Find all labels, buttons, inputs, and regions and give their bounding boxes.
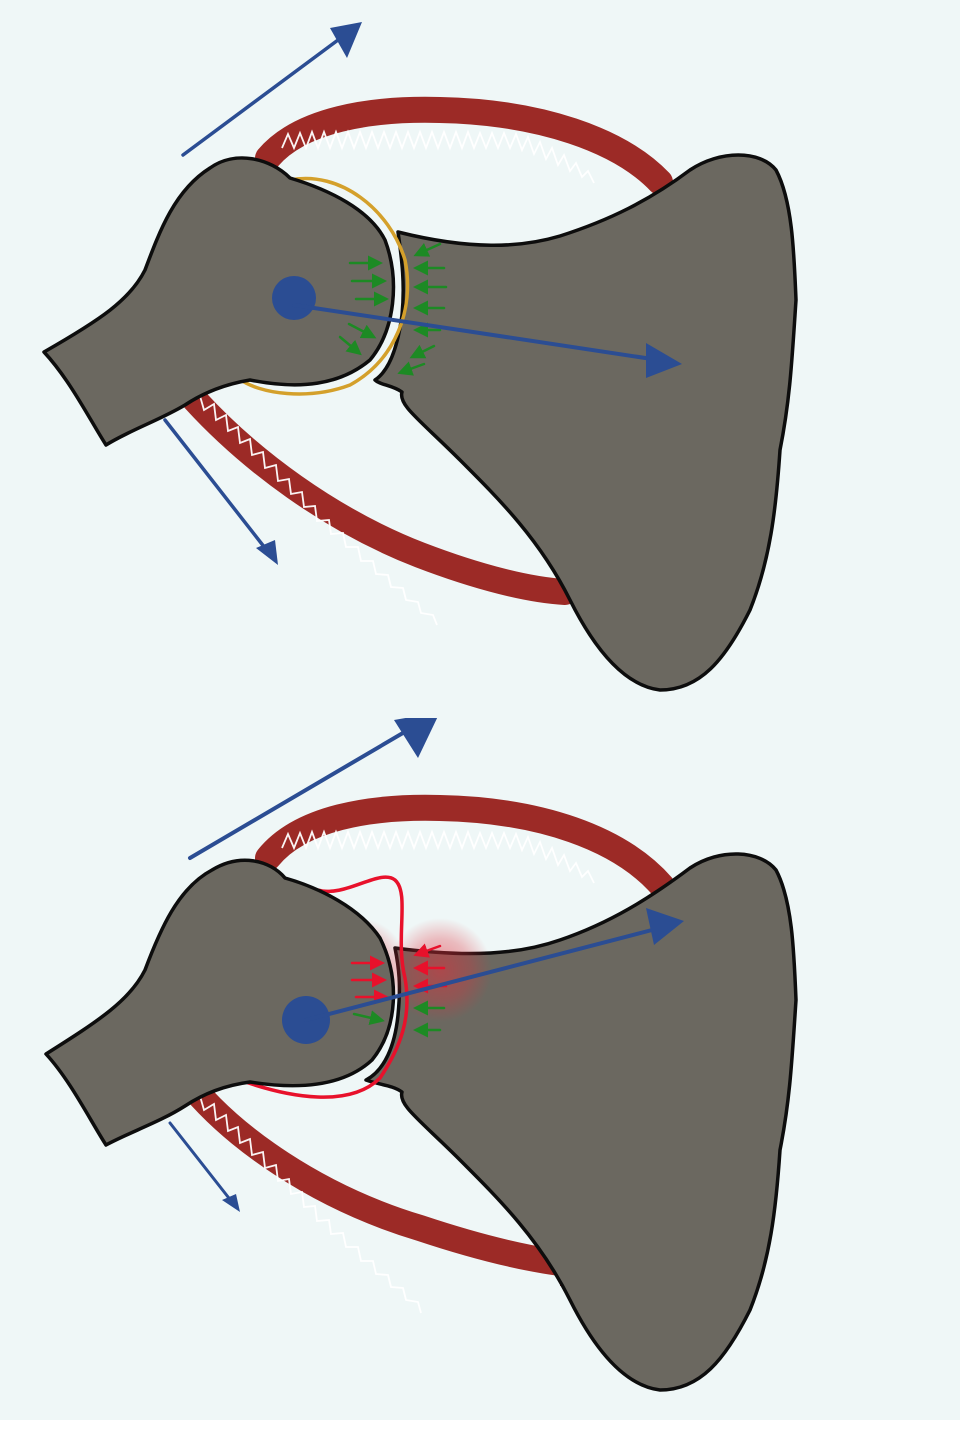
lower-force-vector [163,418,278,565]
lower-rotator-muscle [169,1061,603,1279]
upper-rotator-muscle [255,96,673,195]
humeral-head-center-dot [272,276,316,320]
upper-rotator-muscle [255,794,675,899]
unbalanced-shoulder-diagram [44,718,798,1392]
upper-muscle-fibers [281,829,595,884]
upper-force-vector [181,22,362,157]
compression-arrows-humeral [338,255,389,356]
compression-arrows-glenoid [397,242,448,376]
humerus [42,156,396,447]
compression-arrow-humeral [352,1010,385,1026]
resultant-force-arrow [292,303,682,378]
balanced-shoulder-panel [0,0,960,718]
resultant-force-arrow [304,908,684,1022]
unbalanced-shoulder-panel [0,718,960,1420]
scapula [373,153,798,692]
lower-muscle-fibers [199,395,438,626]
humerus [44,858,396,1147]
upper-muscle-fibers [281,129,595,184]
strained-joint-capsule [239,875,409,1099]
upper-force-vector [188,718,438,860]
lower-rotator-muscle [182,387,578,605]
strain-arrows-humeral [350,955,389,1005]
lower-muscle-fibers [199,1095,422,1314]
lower-force-vector [168,1121,240,1212]
balanced-shoulder-diagram [42,22,798,692]
compression-arrows-glenoid [413,1000,446,1038]
